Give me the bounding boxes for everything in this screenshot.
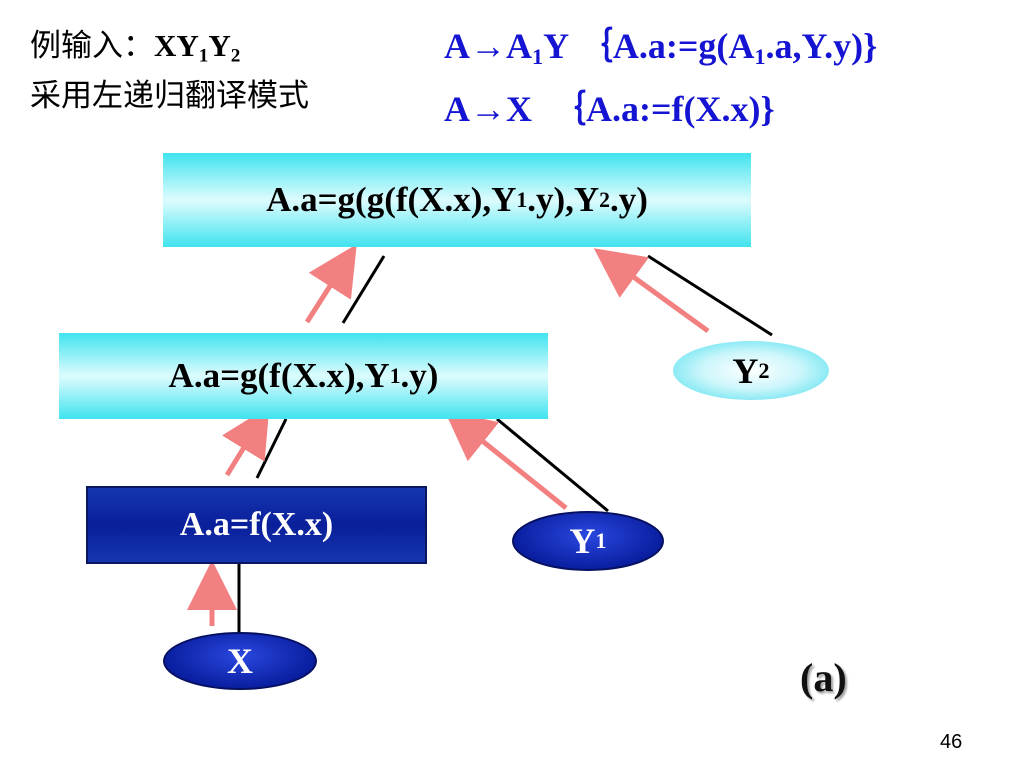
figure-label: (a) [800, 655, 847, 700]
page-number: 46 [940, 731, 963, 753]
example-input-string: XY1Y2 [154, 28, 241, 67]
rule-2: A→X ｛A.a:=f(X.x)} [444, 89, 775, 130]
grammar-rules: A→A1Y ｛A.a:=g(A1.a,Y.y)} A→X ｛A.a:=f(X.x… [444, 20, 877, 135]
arrow-mid-to-top [304, 244, 357, 324]
rule-2-action: ｛A.a:=f(X.x)} [550, 89, 775, 130]
example-input-line: 例输入：XY1Y2 [30, 26, 309, 76]
method-line: 采用左递归翻译模式 [30, 78, 309, 115]
node-bottom: A.a=f(X.x) [86, 486, 427, 564]
intro-text: 例输入：XY1Y2 采用左递归翻译模式 [30, 26, 309, 116]
edge-top-mid [341, 255, 386, 324]
rule-1: A→A1Y ｛A.a:=g(A1.a,Y.y)} [444, 26, 878, 70]
arrow-y2-to-top [593, 248, 710, 334]
leaf-x: X [163, 632, 317, 690]
arrow-bottom-to-mid [221, 405, 270, 477]
arrow-y1-to-mid [444, 410, 568, 510]
example-input-prefix: 例输入： [30, 28, 154, 64]
edge-mid-y1 [496, 417, 609, 513]
edge-top-y2 [647, 254, 773, 337]
rule-1-action: ｛A.a:=g(A1.a,Y.y)} [576, 26, 878, 70]
edge-mid-bottom [255, 418, 288, 479]
